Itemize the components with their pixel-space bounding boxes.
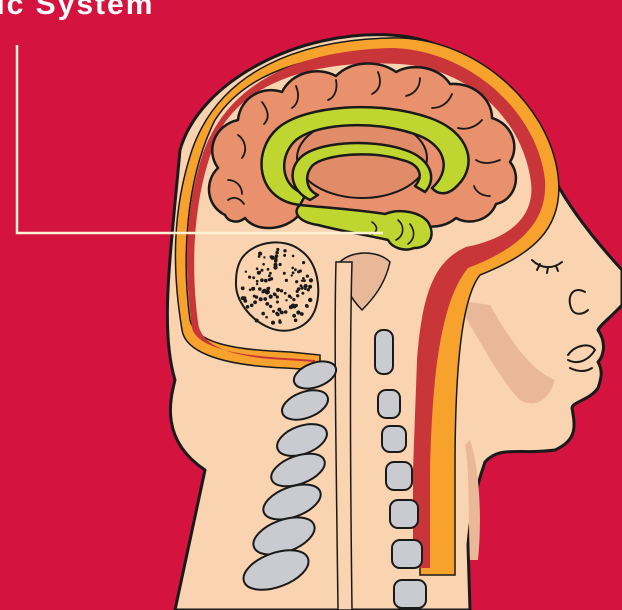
cerebellum-dot — [306, 275, 309, 278]
cerebellum-dot — [300, 286, 303, 289]
cerebellum-dot — [308, 285, 312, 289]
cerebellum-dot — [291, 274, 293, 276]
cerebellum-dot — [264, 279, 268, 283]
cerebellum-dot — [284, 310, 288, 314]
cerebellum-dot — [294, 268, 297, 271]
cerebellum-dot — [258, 252, 262, 256]
cerebellum-dot — [290, 296, 293, 299]
cerebellum-dot — [270, 256, 274, 260]
vertebra-body — [382, 426, 406, 452]
cerebellum-dot — [302, 261, 305, 264]
cerebellum-dot — [256, 267, 259, 270]
cerebellum-dot — [256, 280, 259, 283]
cerebellum-dot — [309, 278, 313, 282]
vertebra-body — [390, 500, 418, 528]
cerebellum-dot — [251, 287, 255, 291]
cerebellum-dot — [283, 254, 286, 257]
cerebellum-dot — [295, 304, 298, 307]
cerebellum-dot — [276, 288, 280, 292]
cerebellum-dot — [280, 311, 282, 313]
cerebellum-dot — [274, 257, 277, 260]
cerebellum-dot — [285, 279, 288, 282]
cerebellum-dot — [304, 287, 307, 290]
vertebra-body — [386, 462, 412, 490]
cerebellum-dot — [284, 292, 287, 295]
cerebellum-dot — [275, 312, 278, 315]
cerebellum-dot — [283, 249, 286, 252]
cerebellum-dot — [268, 275, 271, 278]
vertebra-body — [378, 390, 400, 418]
cerebellum-dot — [299, 269, 302, 272]
cerebellum-dot — [243, 299, 247, 303]
cerebellum-dot — [266, 290, 270, 294]
cerebellum-dot — [269, 272, 272, 275]
cerebellum-dot — [276, 301, 279, 304]
cerebellum-dot — [260, 278, 264, 282]
cerebellum-dot — [253, 300, 257, 304]
cerebellum-dot — [272, 310, 275, 313]
cerebellum-dot — [241, 286, 245, 290]
cerebellum-dot — [291, 267, 294, 270]
cerebellum-dot — [245, 271, 247, 273]
cerebellum-dot — [280, 289, 283, 292]
cerebellum-dot — [277, 308, 281, 312]
cerebellum-dot — [273, 263, 277, 267]
cerebellum-dot — [262, 263, 265, 266]
cerebellum-dot — [302, 277, 305, 280]
vertebra-body — [392, 540, 422, 568]
cerebellum-dot — [296, 294, 299, 297]
cerebellum-dot — [256, 283, 258, 285]
cerebellum-dot — [252, 276, 255, 279]
cerebellum-dot — [279, 321, 282, 324]
cerebellum-dot — [306, 305, 309, 308]
cerebellum-dot — [271, 321, 275, 325]
cerebellum-dot — [289, 305, 293, 309]
cerebellum-dot — [297, 287, 301, 291]
cerebellum-dot — [263, 256, 265, 258]
cerebellum-dot — [296, 310, 300, 314]
cerebellum-dot — [259, 271, 262, 274]
cerebellum-dot — [279, 263, 282, 266]
cerebellum-dot — [265, 316, 268, 319]
cerebellum-dot — [258, 287, 262, 291]
cerebellum-dot — [276, 295, 279, 298]
cerebellum-dot — [292, 271, 295, 274]
cerebellum-dot — [269, 295, 273, 299]
cerebellum-dot — [263, 297, 267, 301]
cerebellum-dot — [301, 292, 304, 295]
cerebellum-dot — [305, 285, 308, 288]
cerebellum-dot — [276, 248, 279, 251]
vertebra-body — [394, 580, 426, 608]
diagram-title: bic System — [0, 0, 154, 22]
cerebellum-dot — [261, 290, 264, 293]
cerebellum-dot — [275, 251, 278, 254]
cerebellum-dot — [255, 295, 258, 298]
cerebellum-dot — [246, 305, 250, 309]
cerebellum-dot — [261, 269, 264, 272]
cerebellum-dot — [259, 297, 263, 301]
spinal-cord — [335, 262, 352, 610]
cerebellum-dot — [248, 276, 251, 279]
cerebellum-dot — [273, 293, 276, 296]
cerebellum-dot — [295, 280, 298, 283]
cerebellum-dot — [255, 319, 259, 323]
cerebellum-dot — [292, 255, 295, 258]
cerebellum-dot — [283, 272, 286, 275]
cerebellum-dot — [268, 278, 271, 281]
cerebellum-dot — [249, 289, 252, 292]
cerebellum-dot — [292, 298, 295, 301]
cerebellum-dot — [267, 268, 270, 271]
cerebellum-dot — [261, 312, 265, 316]
cerebellum-dot — [308, 298, 312, 302]
cerebellum-dot — [285, 299, 287, 301]
cerebellum-dot — [265, 302, 269, 306]
cerebellum-dot — [250, 304, 254, 308]
cerebellum-dot — [294, 319, 298, 323]
vertebra-body — [375, 330, 393, 374]
cerebellum-dot — [292, 314, 296, 318]
cerebellum-dot — [269, 305, 272, 308]
cerebellum-dot — [275, 254, 279, 258]
